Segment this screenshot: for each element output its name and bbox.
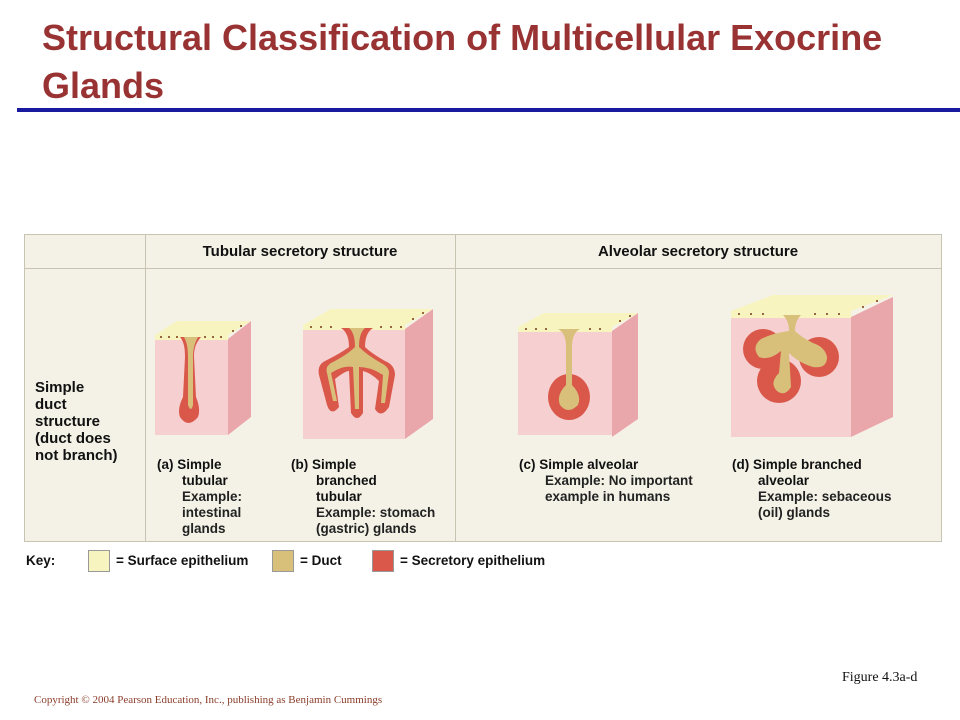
gland-figure: Tubular secretory structure Alveolar sec…: [24, 234, 942, 542]
caption-b: (b) Simple branched tubular Example: sto…: [291, 457, 451, 537]
secretory-epithelium-swatch: [372, 550, 394, 572]
row-label: Simple duct structure (duct does not bra…: [35, 379, 155, 464]
caption-name: Simple: [177, 457, 222, 472]
surface-epithelium-swatch: [88, 550, 110, 572]
caption-name: Simple alveolar: [539, 457, 639, 472]
header-tubular: Tubular secretory structure: [145, 235, 455, 269]
key-label: Key:: [26, 553, 56, 568]
slide-title: Structural Classification of Multicellul…: [42, 17, 883, 106]
header-blank: [25, 235, 145, 269]
figure-reference: Figure 4.3a-d: [842, 670, 918, 685]
row-label-line: structure: [35, 413, 101, 430]
caption-c: (c) Simple alveolar Example: No importan…: [519, 457, 719, 505]
caption-example: (oil) glands: [758, 505, 830, 520]
caption-name: Simple: [312, 457, 357, 472]
simple-branched-tubular-illustration: [303, 309, 433, 439]
row-label-line: Simple: [35, 379, 85, 396]
key-surface-epithelium-label: = Surface epithelium: [116, 553, 249, 568]
caption-example: Example:: [182, 489, 243, 504]
caption-d: (d) Simple branched alveolar Example: se…: [732, 457, 932, 521]
copyright-notice: Copyright © 2004 Pearson Education, Inc.…: [34, 694, 383, 706]
caption-name: alveolar: [758, 473, 810, 488]
key-secretory-epithelium-label: = Secretory epithelium: [400, 553, 546, 568]
caption-example: Example: sebaceous: [758, 489, 892, 504]
caption-letter: (d): [732, 457, 750, 472]
caption-name: tubular: [316, 489, 362, 504]
title-underline: [17, 108, 960, 112]
caption-name: tubular: [182, 473, 228, 488]
caption-example: example in humans: [545, 489, 671, 504]
caption-letter: (a): [157, 457, 174, 472]
simple-branched-alveolar-illustration: [731, 295, 893, 437]
caption-a: (a) Simple tubular Example: intestinal g…: [157, 457, 257, 537]
row-label-line: (duct does: [35, 430, 111, 447]
header-alveolar: Alveolar secretory structure: [455, 235, 941, 269]
row-label-line: not branch): [35, 447, 118, 464]
divider-type-col: [455, 235, 456, 541]
caption-example: Example: stomach: [316, 505, 436, 520]
caption-example: Example: No important: [545, 473, 693, 488]
divider-label-col: [145, 235, 146, 541]
caption-letter: (c): [519, 457, 536, 472]
simple-tubular-illustration: [155, 321, 251, 435]
key-duct-label: = Duct: [300, 553, 342, 568]
caption-name: Simple branched: [753, 457, 862, 472]
simple-alveolar-illustration: [518, 313, 638, 437]
caption-example: intestinal: [182, 505, 242, 520]
caption-example: glands: [182, 521, 226, 536]
row-label-line: duct: [35, 396, 67, 413]
caption-letter: (b): [291, 457, 309, 472]
duct-swatch: [272, 550, 294, 572]
caption-example: (gastric) glands: [316, 521, 417, 536]
caption-name: branched: [316, 473, 377, 488]
